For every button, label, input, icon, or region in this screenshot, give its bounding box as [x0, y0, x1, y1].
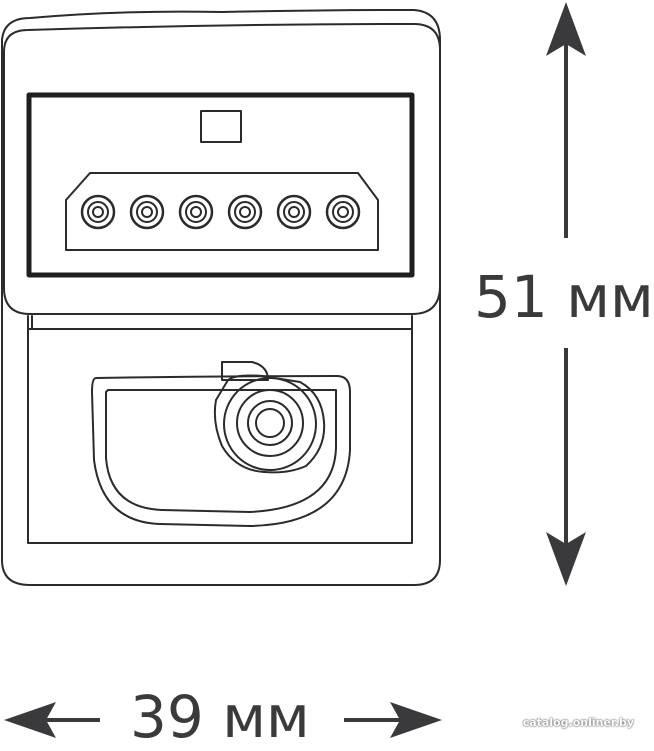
- lower-section-outline: [27, 315, 413, 544]
- led-indicator: [129, 194, 165, 230]
- jack-ring-inner: [247, 400, 293, 446]
- led-indicator: [178, 194, 214, 230]
- led-indicator: [325, 194, 361, 230]
- led-indicator: [80, 194, 116, 230]
- led-group: [80, 194, 361, 230]
- led-indicator: [227, 194, 263, 230]
- connector-bay-outer: [91, 375, 351, 527]
- jack-ring-outer: [223, 377, 317, 471]
- width-dimension-arrow: [4, 702, 442, 738]
- jack-ring-core: [255, 408, 285, 438]
- height-dimension-arrow: [546, 2, 586, 586]
- led-strip: [65, 172, 379, 251]
- connector-bay-inner: [105, 389, 337, 513]
- height-dimension-label: 51 мм: [474, 263, 654, 331]
- width-dimension-label: 39 мм: [130, 683, 310, 751]
- arrow-right-head: [390, 702, 442, 738]
- device-body-outline: [1, 9, 441, 586]
- arrow-up-head: [546, 2, 586, 56]
- sensor-window: [200, 110, 242, 143]
- arrow-down-head: [546, 532, 586, 586]
- arrow-left-head: [4, 702, 56, 738]
- indicator-panel: [26, 92, 415, 278]
- upper-housing: [3, 23, 441, 315]
- jack-ring-middle: [236, 389, 304, 457]
- watermark: catalog.onliner.by: [522, 716, 634, 729]
- jack-clip: [221, 361, 269, 381]
- led-indicator: [276, 194, 312, 230]
